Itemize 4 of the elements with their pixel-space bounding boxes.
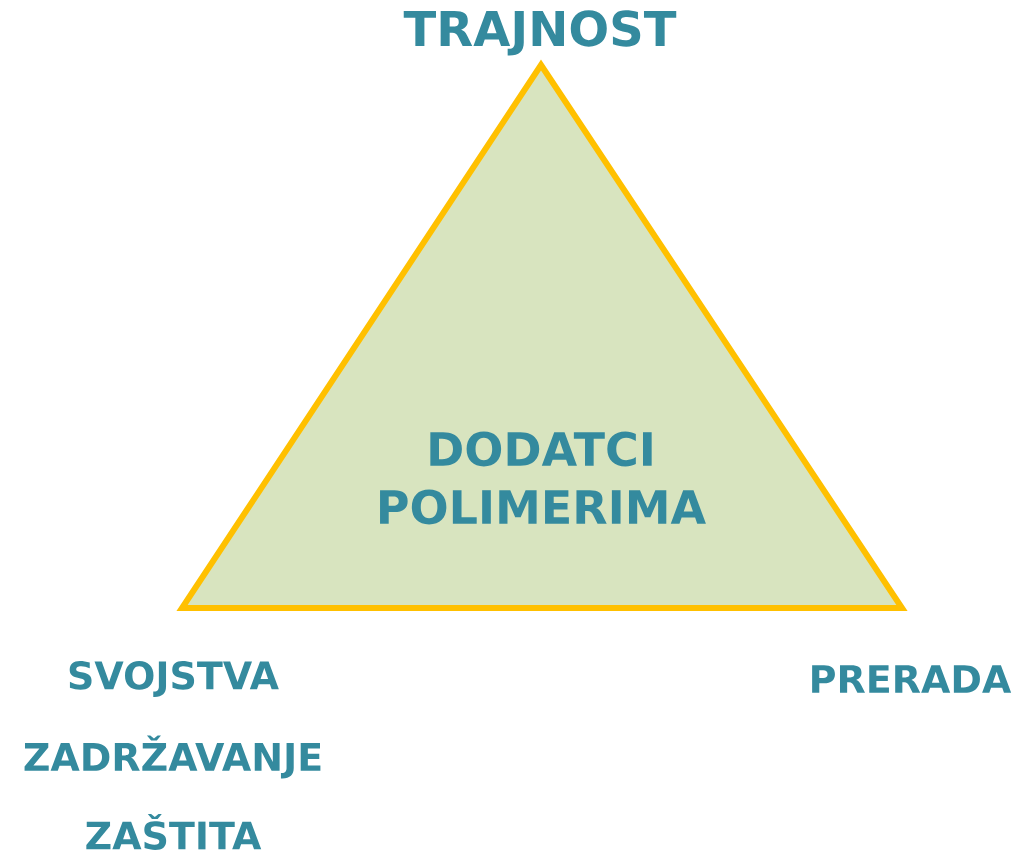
vertex-label: ZAŠTITA [86,814,262,850]
vertex-label: ZADRŽAVANJE [24,735,321,779]
vertex-label: PRERADA [812,665,1012,693]
vertex-label: SVOJSTVA [69,661,279,697]
